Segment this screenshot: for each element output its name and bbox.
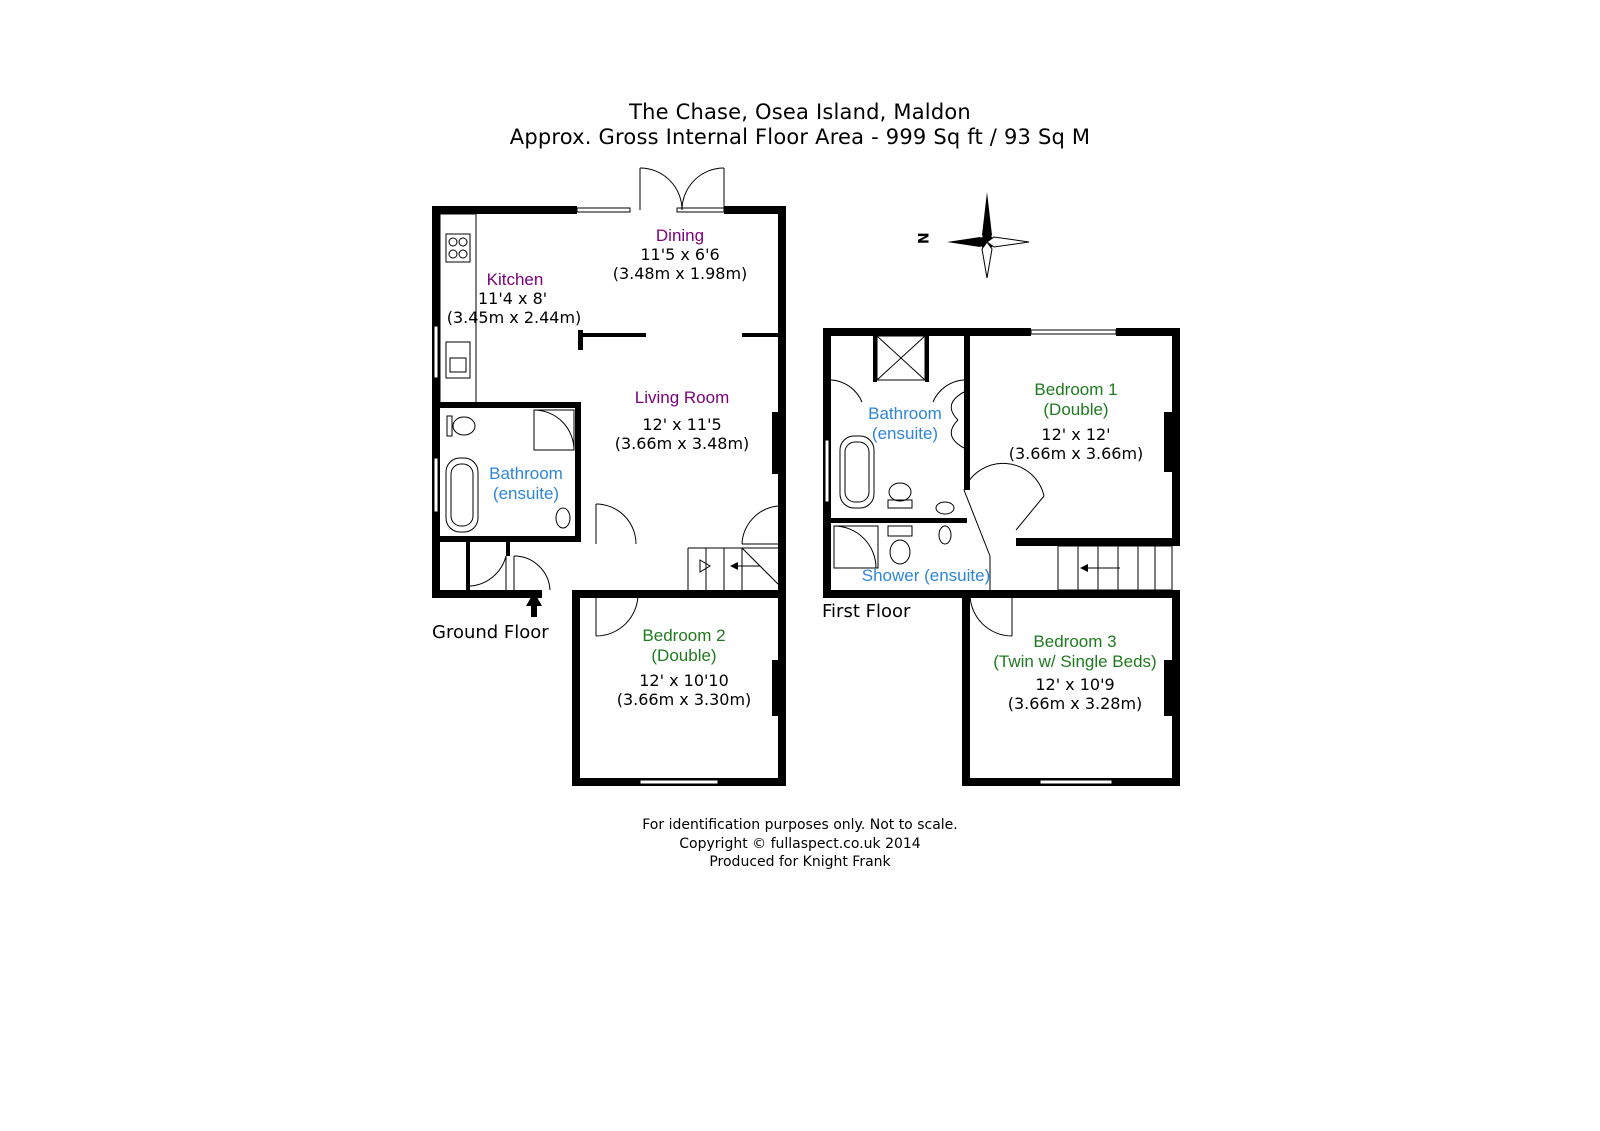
shower-cubicle bbox=[876, 335, 926, 381]
room-bathroom-ground: Bathroom (ensuite) bbox=[476, 464, 576, 504]
room-bedroom3-name: Bedroom 3 bbox=[1033, 632, 1117, 651]
plan-title: The Chase, Osea Island, Maldon bbox=[629, 100, 971, 124]
ground-floor-plan bbox=[432, 167, 786, 786]
room-bedroom3-sub: (Twin w/ Single Beds) bbox=[993, 652, 1157, 672]
floor-area-subtitle: Approx. Gross Internal Floor Area - 999 … bbox=[509, 125, 1091, 149]
room-bathroom-ground-sub: (ensuite) bbox=[492, 484, 560, 504]
room-living-imperial: 12' x 11'5 bbox=[642, 415, 722, 435]
bath-fixture bbox=[445, 457, 479, 533]
room-dining-metric: (3.48m x 1.98m) bbox=[612, 263, 748, 283]
room-kitchen-metric: (3.45m x 2.44m) bbox=[446, 307, 582, 327]
room-bedroom3-metric: (3.66m x 3.28m) bbox=[1007, 693, 1143, 713]
first-floor-staircase bbox=[1057, 545, 1173, 591]
first-floor-label: First Floor bbox=[822, 601, 911, 622]
room-kitchen: Kitchen 11'4 x 8' (3.45m x 2.44m) bbox=[440, 270, 590, 328]
room-living-name: Living Room bbox=[634, 388, 730, 407]
room-living: Living Room 12' x 11'5 (3.66m x 3.48m) bbox=[602, 388, 762, 454]
room-bathroom-first-name: Bathroom bbox=[868, 404, 942, 423]
entrance-arrow bbox=[526, 592, 542, 617]
french-doors bbox=[639, 167, 725, 211]
staircase bbox=[687, 547, 779, 590]
room-living-metric: (3.66m x 3.48m) bbox=[614, 433, 750, 453]
fireplace bbox=[772, 412, 780, 474]
room-bedroom1: Bedroom 1 (Double) 12' x 12' (3.66m x 3.… bbox=[996, 380, 1156, 464]
room-dining-name: Dining bbox=[655, 226, 705, 245]
room-bathroom-ground-name: Bathroom bbox=[489, 464, 563, 483]
shower-tray bbox=[533, 409, 575, 451]
room-bedroom2-sub: (Double) bbox=[651, 646, 717, 666]
room-bedroom2-metric: (3.66m x 3.30m) bbox=[616, 689, 752, 709]
room-bedroom1-metric: (3.66m x 3.66m) bbox=[1008, 443, 1144, 463]
room-kitchen-imperial: 11'4 x 8' bbox=[478, 289, 548, 309]
room-shower-name: Shower (ensuite) bbox=[861, 566, 991, 585]
room-dining-imperial: 11'5 x 6'6 bbox=[640, 245, 720, 265]
room-bedroom1-name: Bedroom 1 bbox=[1034, 380, 1118, 399]
room-bathroom-first: Bathroom (ensuite) bbox=[850, 404, 960, 444]
room-dining: Dining 11'5 x 6'6 (3.48m x 1.98m) bbox=[600, 226, 760, 284]
disclaimer-text: For identification purposes only. Not to… bbox=[642, 817, 958, 833]
room-bedroom2-imperial: 12' x 10'10 bbox=[639, 671, 729, 691]
room-bedroom1-sub: (Double) bbox=[1043, 400, 1109, 420]
room-bedroom2: Bedroom 2 (Double) 12' x 10'10 (3.66m x … bbox=[604, 626, 764, 710]
ground-floor-label: Ground Floor bbox=[432, 622, 549, 643]
compass-north-label: N bbox=[914, 232, 931, 245]
produced-for-text: Produced for Knight Frank bbox=[709, 854, 891, 870]
room-kitchen-name: Kitchen bbox=[486, 270, 544, 289]
room-bedroom3-imperial: 12' x 10'9 bbox=[1035, 675, 1115, 695]
window bbox=[576, 207, 631, 213]
room-bedroom3: Bedroom 3 (Twin w/ Single Beds) 12' x 10… bbox=[980, 632, 1170, 714]
room-shower: Shower (ensuite) bbox=[846, 566, 1006, 586]
compass-rose bbox=[947, 192, 1030, 279]
room-bedroom1-imperial: 12' x 12' bbox=[1041, 425, 1111, 445]
toilet-fixture bbox=[446, 415, 476, 437]
first-floor-plan bbox=[823, 328, 1180, 786]
room-bedroom2-name: Bedroom 2 bbox=[642, 626, 726, 645]
copyright-text: Copyright © fullaspect.co.uk 2014 bbox=[679, 836, 921, 852]
basin-fixture bbox=[555, 507, 571, 529]
room-bathroom-first-sub: (ensuite) bbox=[871, 424, 939, 444]
wall bbox=[432, 206, 440, 598]
